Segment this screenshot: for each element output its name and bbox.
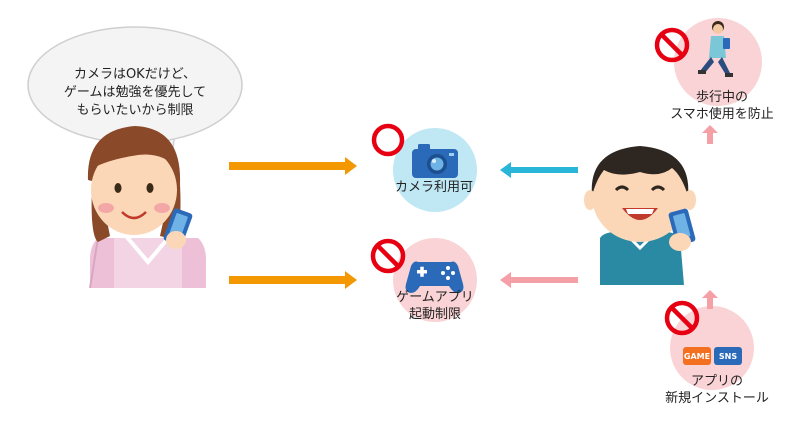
walking-label-line: スマホ使用を防止 <box>670 107 774 122</box>
walking-person-icon <box>698 21 733 77</box>
circle-icon <box>371 123 405 157</box>
game-label-line: ゲームアプリ <box>396 290 474 305</box>
camera-icon <box>412 144 458 178</box>
speech-line: もらいたいから制限 <box>76 103 194 118</box>
orange-arrow-game <box>229 271 357 289</box>
game-controller-icon <box>405 261 464 293</box>
speech-line: カメラはOKだけど、 <box>73 67 197 82</box>
install-label-line: 新規インストール <box>665 391 769 406</box>
camera-feature-label: カメラ利用可 <box>394 180 473 195</box>
pink-arrow-up-walking <box>702 125 718 144</box>
game-label-line: 起動制限 <box>408 307 461 322</box>
game-app-badge: GAME <box>683 347 711 365</box>
install-label-line: アプリの <box>690 374 743 389</box>
speech-line: ゲームは勉強を優先して <box>63 85 207 100</box>
game-feature-label: ゲームアプリ 起動制限 <box>380 289 490 323</box>
prohibited-icon <box>370 238 406 274</box>
walking-label-line: 歩行中の <box>695 90 748 105</box>
mother-illustration <box>87 126 206 289</box>
child-illustration <box>584 146 696 285</box>
orange-arrow-camera <box>229 157 357 175</box>
prohibited-icon <box>664 300 700 336</box>
walking-feature-label: 歩行中の スマホ使用を防止 <box>663 89 781 123</box>
install-feature-label: アプリの 新規インストール <box>654 373 780 407</box>
pink-arrow-game <box>500 272 578 288</box>
blue-arrow-camera <box>500 162 578 178</box>
sns-app-badge: SNS <box>714 347 742 365</box>
prohibited-icon <box>654 27 690 63</box>
pink-arrow-up-install <box>702 290 718 309</box>
speech-bubble-text: カメラはOKだけど、 ゲームは勉強を優先して もらいたいから制限 <box>58 66 212 120</box>
